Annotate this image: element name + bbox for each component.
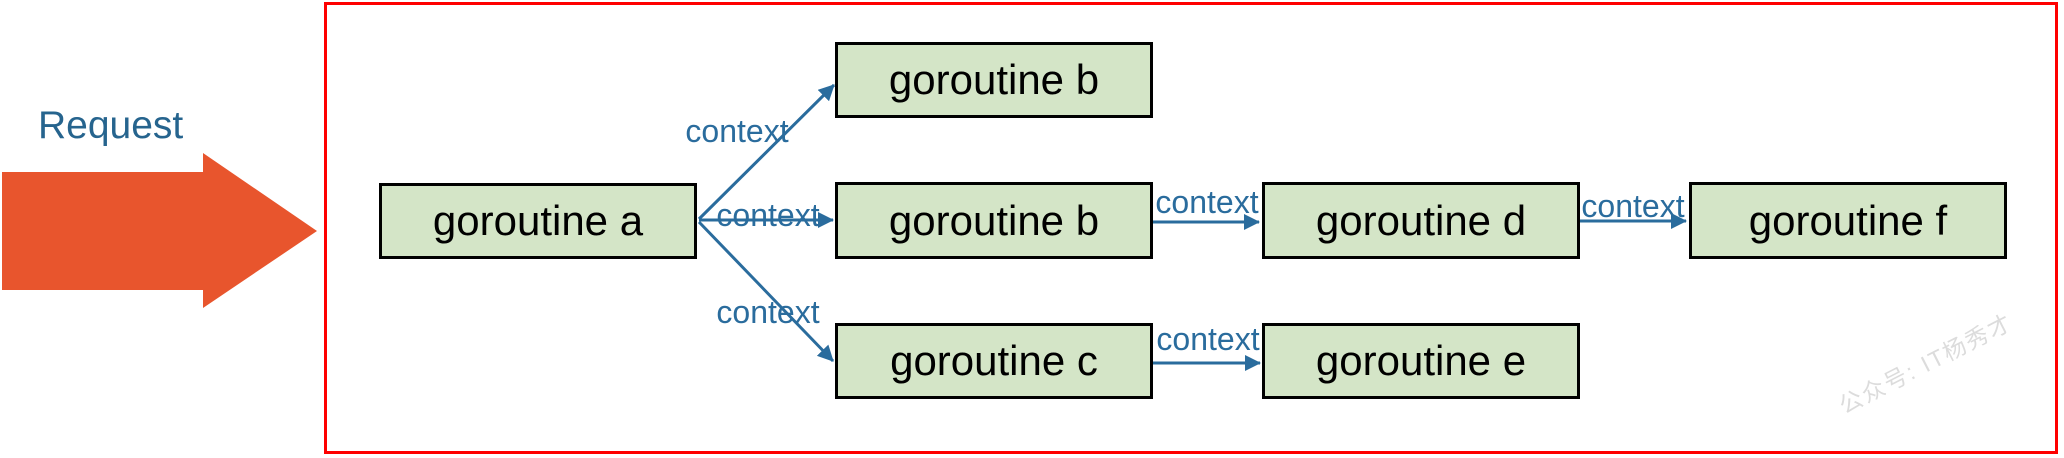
node-goroutine-b-mid: goroutine b [835, 182, 1153, 259]
edge-label-b-to-d: context [1155, 184, 1259, 220]
node-goroutine-a: goroutine a [379, 183, 697, 259]
edge-label-a-to-b-top: context [685, 113, 789, 149]
request-label: Request [38, 104, 184, 147]
diagram-frame [324, 2, 2058, 454]
edge-label-d-to-f: context [1581, 188, 1685, 224]
request-arrow [2, 153, 317, 308]
edge-label-c-to-e: context [1156, 321, 1260, 357]
node-goroutine-f: goroutine f [1689, 182, 2007, 259]
node-goroutine-b-top: goroutine b [835, 42, 1153, 118]
edge-label-a-to-b-mid: context [716, 197, 820, 233]
node-goroutine-c: goroutine c [835, 323, 1153, 399]
node-goroutine-d: goroutine d [1262, 182, 1580, 259]
node-goroutine-e: goroutine e [1262, 323, 1580, 399]
edge-label-a-to-c: context [716, 294, 820, 330]
